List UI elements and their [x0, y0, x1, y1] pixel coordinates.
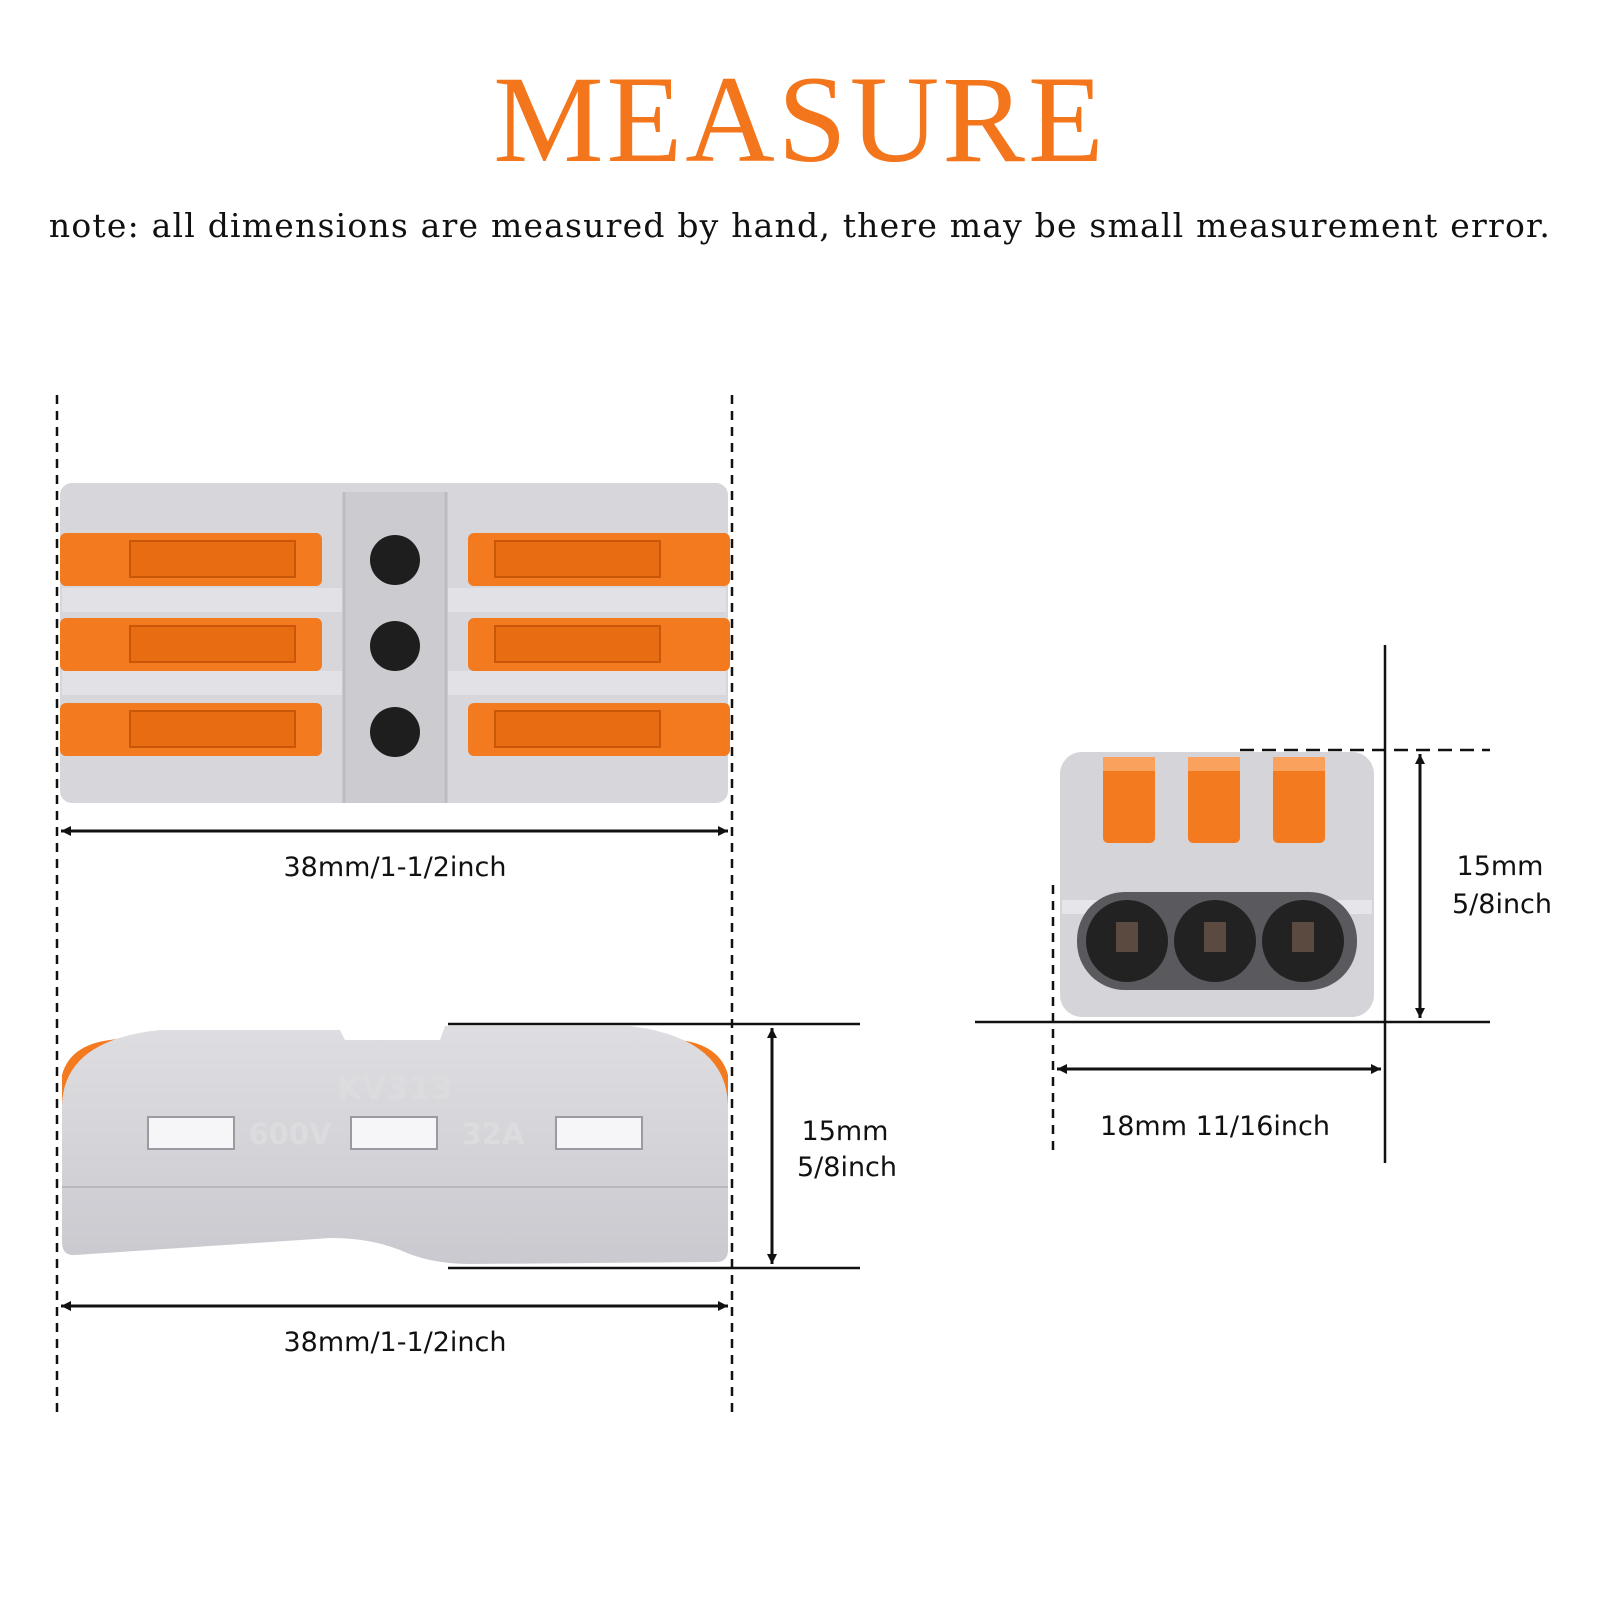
end-lever-1 — [1103, 757, 1155, 843]
mold-voltage-text: 600V — [249, 1117, 333, 1151]
side-view-connector: KV313 600V 32A — [62, 1026, 728, 1264]
lever-left-2 — [60, 618, 322, 671]
end-lever-2 — [1188, 757, 1240, 843]
lever-right-2 — [468, 618, 730, 671]
lever-left-1 — [60, 533, 322, 586]
test-hole-2 — [370, 621, 420, 671]
page-title: MEASURE — [493, 51, 1107, 188]
side-width-label: 38mm/1-1/2inch — [283, 1327, 506, 1358]
end-lever-3 — [1273, 757, 1325, 843]
test-hole-1 — [370, 535, 420, 585]
top-view-connector — [60, 483, 730, 803]
mold-model-text: KV313 — [337, 1069, 453, 1107]
end-height-inch-label: 5/8inch — [1452, 889, 1552, 920]
mold-current-text: 32A — [462, 1117, 525, 1151]
side-height-inch-label: 5/8inch — [797, 1152, 897, 1183]
side-height-mm-label: 15mm — [802, 1116, 889, 1147]
measurement-note: note: all dimensions are measured by han… — [48, 206, 1552, 245]
lever-left-3 — [60, 703, 322, 756]
test-hole-3 — [370, 707, 420, 757]
end-view-connector — [1060, 752, 1374, 1017]
top-width-label: 38mm/1-1/2inch — [283, 852, 506, 883]
end-height-mm-label: 15mm — [1457, 851, 1544, 882]
lever-right-1 — [468, 533, 730, 586]
end-width-label: 18mm 11/16inch — [1100, 1111, 1330, 1142]
lever-right-3 — [468, 703, 730, 756]
